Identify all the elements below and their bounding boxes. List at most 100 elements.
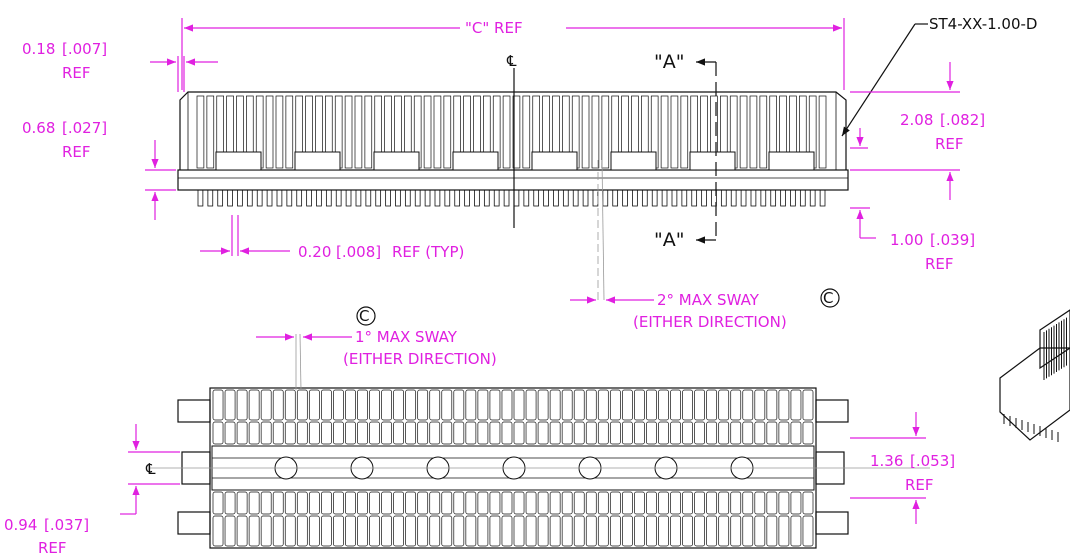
side-contact (265, 95, 274, 169)
plan-contact (345, 389, 356, 421)
plan-contact (730, 389, 742, 421)
side-pin (513, 189, 520, 207)
plan-contact (682, 389, 693, 421)
plan-contact (549, 389, 561, 421)
plan-contact (477, 421, 489, 445)
plan-contact (670, 491, 681, 515)
side-contact (818, 95, 827, 169)
plan-contact (417, 515, 429, 547)
plan-contact (658, 389, 669, 421)
side-view-centerline-symbol: ℄ (506, 52, 517, 70)
plan-contact (754, 389, 766, 421)
side-contact (512, 95, 521, 169)
plan-contact (465, 421, 477, 445)
plan-contact (453, 389, 465, 421)
plan-contact (321, 491, 332, 515)
dimension-0-20: 0.20 [.008] REF (TYP) (200, 215, 464, 261)
plan-contact (381, 389, 392, 421)
plan-contact (248, 421, 260, 445)
plan-contact (718, 421, 730, 445)
plan-contact (489, 515, 501, 547)
dimension-0-18: 0.18 [.007] REF (22, 40, 218, 92)
side-pin (651, 189, 658, 207)
plan-contact (369, 389, 380, 421)
sway-1-critical-letter: C (359, 307, 369, 325)
side-pin (414, 189, 421, 207)
plan-contact (670, 389, 681, 421)
side-pin (770, 189, 777, 207)
plan-contact (682, 491, 693, 515)
side-pin (375, 189, 382, 207)
plan-contact (441, 389, 453, 421)
plan-contact (272, 491, 284, 515)
plan-contact (501, 515, 513, 547)
side-pin (740, 189, 747, 207)
plan-contact (694, 421, 705, 445)
plan-contact (308, 421, 320, 445)
side-pin (464, 189, 470, 207)
plan-contact (308, 491, 320, 515)
plan-contact (778, 389, 790, 421)
plan-contact (525, 491, 537, 515)
plan-contact (417, 421, 429, 445)
plan-contact (284, 421, 296, 445)
plan-contact (489, 491, 501, 515)
plan-contact (754, 515, 766, 547)
plan-contact (465, 389, 477, 421)
plan-contact (646, 421, 657, 445)
side-contact (275, 95, 284, 169)
plan-contact (369, 515, 380, 547)
side-contact (670, 95, 679, 169)
side-contact (680, 95, 689, 169)
side-contact (601, 95, 610, 169)
dimension-1-00: 1.00 [.039] REF (850, 128, 975, 273)
plan-contact (284, 389, 296, 421)
plan-contact (429, 515, 441, 547)
plan-contact (754, 421, 766, 445)
side-contact (739, 95, 748, 169)
plan-contact (308, 389, 320, 421)
side-view-pins (197, 189, 826, 207)
dim-208-in: [.082] (940, 111, 985, 129)
plan-contact (236, 389, 248, 421)
plan-contact (248, 515, 260, 547)
side-pin (819, 189, 826, 207)
plan-contact (296, 421, 308, 445)
plan-contact (260, 515, 272, 547)
plan-contact (453, 515, 465, 547)
side-contact (443, 95, 452, 169)
plan-contact (609, 491, 621, 515)
plan-contact (345, 491, 356, 515)
plan-contact (766, 389, 778, 421)
side-pin (602, 189, 609, 207)
plan-contact (236, 515, 248, 547)
dimension-1-36: 1.36 [.053] REF (850, 412, 955, 524)
plan-contact (549, 491, 561, 515)
plan-contact (248, 389, 260, 421)
plan-contact (465, 515, 477, 547)
plan-contact (224, 389, 236, 421)
side-pin (790, 189, 796, 207)
side-pin (523, 189, 530, 207)
dim-208-mm: 2.08 (900, 111, 933, 129)
plan-contact (622, 491, 633, 515)
plan-contact (646, 389, 657, 421)
side-pin (533, 189, 540, 207)
side-pin (711, 189, 717, 207)
plan-contact (453, 491, 465, 515)
plan-centerline-symbol: ℄ (145, 460, 156, 478)
plan-contact (802, 389, 814, 421)
plan-contact (730, 515, 742, 547)
dimension-c-ref-label: "C" REF (465, 19, 523, 37)
dim-136-ref: REF (905, 476, 934, 494)
side-pin (325, 189, 332, 207)
side-pin (612, 189, 619, 207)
plan-contact (489, 389, 501, 421)
side-contact (591, 95, 600, 169)
plan-contact (333, 421, 344, 445)
side-pin (454, 189, 461, 207)
plan-contact (622, 389, 633, 421)
plan-contact (441, 491, 453, 515)
